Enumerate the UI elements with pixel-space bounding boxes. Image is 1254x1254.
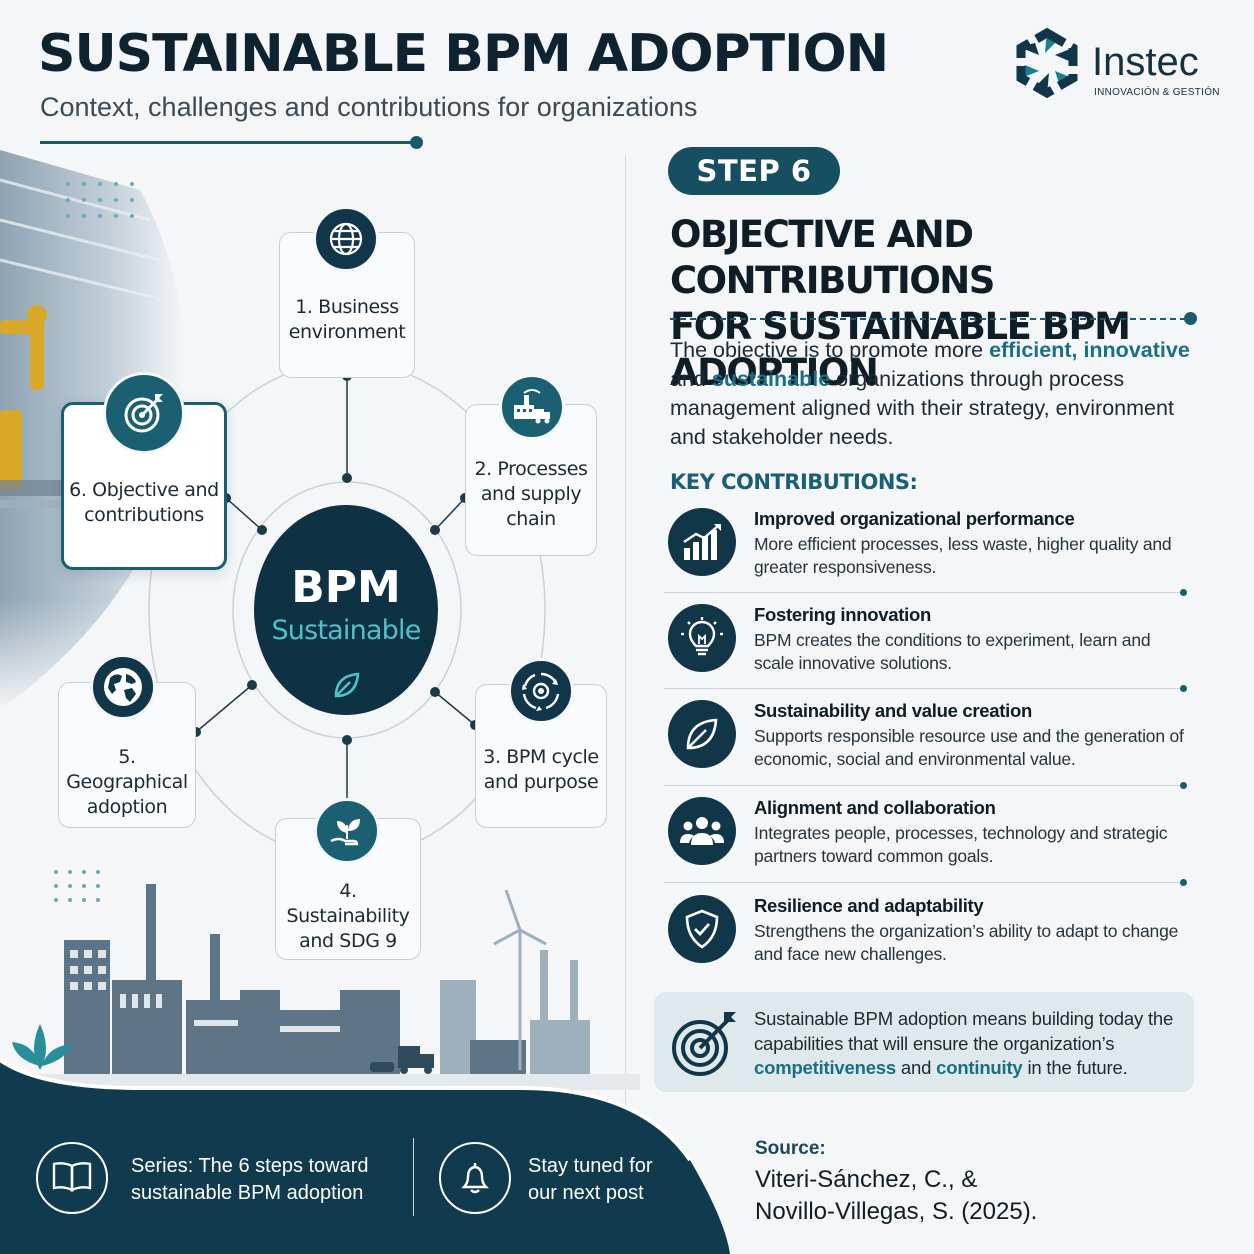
contribution-divider: [664, 592, 1182, 593]
contribution-desc: Supports responsible resource use and th…: [754, 726, 1184, 769]
contribution-item: Sustainability and value creation Suppor…: [664, 700, 1192, 790]
node-label: 5. Geographical adoption: [66, 746, 188, 818]
leaf-icon: [334, 672, 360, 698]
contribution-divider: [664, 688, 1182, 689]
node-label: 1. Business environment: [288, 296, 406, 343]
contribution-divider: [664, 882, 1182, 883]
column-divider: [625, 155, 626, 1235]
conclusion-box: [654, 992, 1194, 1092]
title-underline-dot: [410, 136, 423, 149]
world-map-icon: [90, 654, 156, 720]
footer-band: [0, 1060, 730, 1254]
node-label: 3. BPM cycle and purpose: [483, 746, 599, 793]
contribution-desc: Integrates people, processes, technology…: [754, 823, 1168, 866]
footer-separator: [413, 1138, 414, 1216]
target-icon: [103, 372, 185, 454]
objective-text: The objective is to promote more efficie…: [670, 338, 1190, 449]
contribution-item: Alignment and collaboration Integrates p…: [664, 797, 1192, 887]
bar-chart-up-icon: [668, 508, 736, 576]
source-citation: Viteri-Sánchez, C., & Novillo-Villegas, …: [755, 1166, 1038, 1225]
contribution-item: Improved organizational performance More…: [664, 508, 1192, 598]
core-title: BPM: [291, 562, 401, 613]
contribution-divider-dot: [1180, 879, 1187, 886]
bell-icon: [439, 1142, 511, 1214]
dot-grid-decoration: [66, 182, 134, 218]
contribution-title: Sustainability and value creation: [754, 700, 1032, 721]
open-book-icon: [36, 1142, 108, 1214]
target-arrow-icon: [672, 1012, 736, 1076]
contribution-desc: BPM creates the conditions to experiment…: [754, 630, 1151, 673]
brand-tagline: INNOVACIÓN & GESTIÓN: [1094, 87, 1220, 98]
page-subtitle: Context, challenges and contributions fo…: [40, 92, 698, 122]
leaf-icon: [668, 700, 736, 768]
brand-name: Instec: [1092, 40, 1199, 84]
contribution-desc: Strengthens the organization’s ability t…: [754, 921, 1179, 964]
stay-tuned-text: Stay tuned for our next post: [528, 1155, 653, 1204]
dashed-divider: [670, 318, 1186, 320]
hexagon-gear-logo-icon: [1016, 28, 1078, 98]
key-contributions-heading: KEY CONTRIBUTIONS:: [670, 470, 918, 494]
contribution-title: Improved organizational performance: [754, 508, 1075, 529]
page-title: SUSTAINABLE BPM ADOPTION: [38, 24, 889, 84]
contribution-desc: More efficient processes, less waste, hi…: [754, 534, 1172, 577]
source-label: Source:: [755, 1138, 826, 1159]
contribution-divider-dot: [1180, 589, 1187, 596]
contribution-title: Fostering innovation: [754, 604, 931, 625]
core-subtitle: Sustainable: [271, 615, 421, 646]
node-label: 4. Sustainability and SDG 9: [286, 880, 410, 952]
hand-plant-icon: [314, 798, 380, 864]
step-badge: STEP 6: [668, 147, 840, 195]
step-title: OBJECTIVE AND CONTRIBUTIONS FOR SUSTAINA…: [670, 213, 1131, 394]
lightbulb-icon: [668, 604, 736, 672]
node-label: 2. Processes and supply chain: [474, 458, 588, 530]
dot-grid-decoration: [54, 870, 100, 902]
conclusion-text: Sustainable BPM adoption means building …: [754, 1008, 1174, 1078]
node-geographical-adoption[interactable]: 5. Geographical adoption: [58, 682, 196, 828]
node-label: 6. Objective and contributions: [69, 479, 219, 526]
factory-truck-icon: [499, 374, 565, 440]
city-skyline-illustration: [0, 884, 640, 1090]
contribution-divider: [664, 785, 1182, 786]
contribution-item: Resilience and adaptability Strengthens …: [664, 895, 1192, 975]
contribution-divider-dot: [1180, 685, 1187, 692]
dashed-divider-dot: [1184, 312, 1197, 325]
title-underline: [40, 141, 412, 144]
people-group-icon: [668, 797, 736, 865]
series-text: Series: The 6 steps toward sustainable B…: [131, 1155, 369, 1204]
bpm-core-circle: [254, 505, 438, 715]
shield-check-icon: [668, 895, 736, 963]
contribution-divider-dot: [1180, 782, 1187, 789]
globe-grid-icon: [313, 206, 379, 272]
contribution-item: Fostering innovation BPM creates the con…: [664, 604, 1192, 694]
cycle-gear-icon: [508, 658, 574, 724]
contribution-title: Resilience and adaptability: [754, 895, 984, 916]
contribution-title: Alignment and collaboration: [754, 797, 996, 818]
